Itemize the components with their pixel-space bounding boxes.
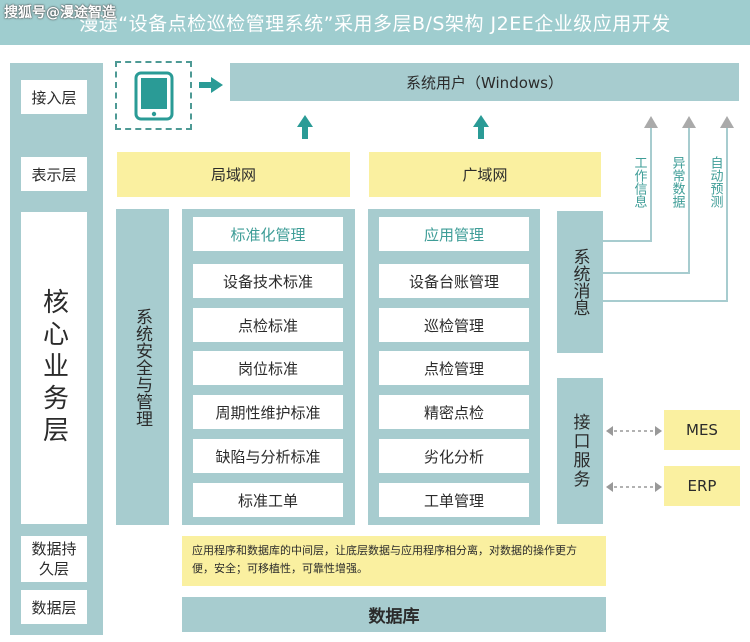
- layer-persistence-text: 数据持久层: [31, 540, 77, 578]
- arrow-up-icon: [720, 116, 734, 128]
- output-abnormal-data: 异常数据: [669, 156, 685, 208]
- system-user-bar: 系统用户（Windows）: [230, 63, 739, 101]
- connector-line: [603, 300, 727, 303]
- output-auto-predict: 自动预测: [707, 156, 723, 208]
- layer-data: 数据层: [21, 590, 87, 624]
- tablet-icon: [134, 71, 174, 121]
- layer-persistence: 数据持久层: [21, 536, 87, 582]
- application-item: 设备台账管理: [379, 264, 529, 298]
- security-panel: 系统安全与管理: [116, 209, 169, 525]
- application-item: 点检管理: [379, 351, 529, 385]
- watermark: 搜狐号@漫途智造: [4, 5, 116, 21]
- standardization-item: 周期性维护标准: [193, 395, 343, 429]
- device-frame: [115, 61, 192, 130]
- standardization-title: 标准化管理: [193, 217, 343, 251]
- arrow-up-icon: [682, 116, 696, 128]
- application-item: 工单管理: [379, 483, 529, 517]
- standardization-item: 设备技术标准: [193, 264, 343, 298]
- arrow-up-icon: [473, 115, 489, 139]
- banner-text: 漫途“设备点检巡检管理系统”采用多层B/S架构 J2EE企业级应用开发: [79, 13, 671, 35]
- standardization-panel: 标准化管理 设备技术标准 点检标准 岗位标准 周期性维护标准 缺陷与分析标准 标…: [182, 209, 355, 525]
- bidirectional-arrow-icon: [606, 482, 662, 492]
- connector-line: [650, 127, 653, 242]
- application-panel: 应用管理 设备台账管理 巡检管理 点检管理 精密点检 劣化分析 工单管理: [368, 209, 540, 525]
- application-item: 精密点检: [379, 395, 529, 429]
- bidirectional-arrow-icon: [606, 426, 662, 436]
- database-bar: 数据库: [182, 597, 606, 632]
- arrow-up-icon: [297, 115, 313, 139]
- layer-access: 接入层: [21, 80, 87, 114]
- output-work-info: 工作信息: [631, 156, 647, 208]
- standardization-item: 点检标准: [193, 308, 343, 342]
- application-item: 劣化分析: [379, 439, 529, 473]
- arrow-up-icon: [644, 116, 658, 128]
- connector-line: [726, 127, 729, 302]
- arrow-right-icon: [199, 77, 223, 93]
- connector-line: [603, 240, 651, 243]
- layer-core: 核心业务层: [21, 212, 87, 524]
- standardization-item: 缺陷与分析标准: [193, 439, 343, 473]
- standardization-item: 岗位标准: [193, 351, 343, 385]
- layer-presentation: 表示层: [21, 157, 87, 191]
- mes-box: MES: [664, 410, 740, 450]
- application-title: 应用管理: [379, 217, 529, 251]
- system-user-label: 系统用户（Windows）: [406, 73, 563, 92]
- connector-line: [688, 127, 691, 274]
- standardization-item: 标准工单: [193, 483, 343, 517]
- security-label: 系统安全与管理: [132, 307, 152, 427]
- wan-box: 广域网: [369, 152, 601, 197]
- middle-layer-note-text: 应用程序和数据库的中间层，让底层数据与应用程序相分离，对数据的操作更方便，安全；…: [192, 544, 577, 575]
- lan-box: 局域网: [117, 152, 350, 197]
- application-item: 巡检管理: [379, 308, 529, 342]
- title-banner: 漫途“设备点检巡检管理系统”采用多层B/S架构 J2EE企业级应用开发: [0, 0, 750, 45]
- database-label: 数据库: [368, 607, 420, 627]
- middle-layer-note: 应用程序和数据库的中间层，让底层数据与应用程序相分离，对数据的操作更方便，安全；…: [182, 536, 606, 586]
- erp-box: ERP: [664, 466, 740, 506]
- system-message-box: 系统消息: [557, 211, 603, 353]
- connector-line: [603, 272, 689, 275]
- interface-service-box: 接口服务: [557, 378, 603, 524]
